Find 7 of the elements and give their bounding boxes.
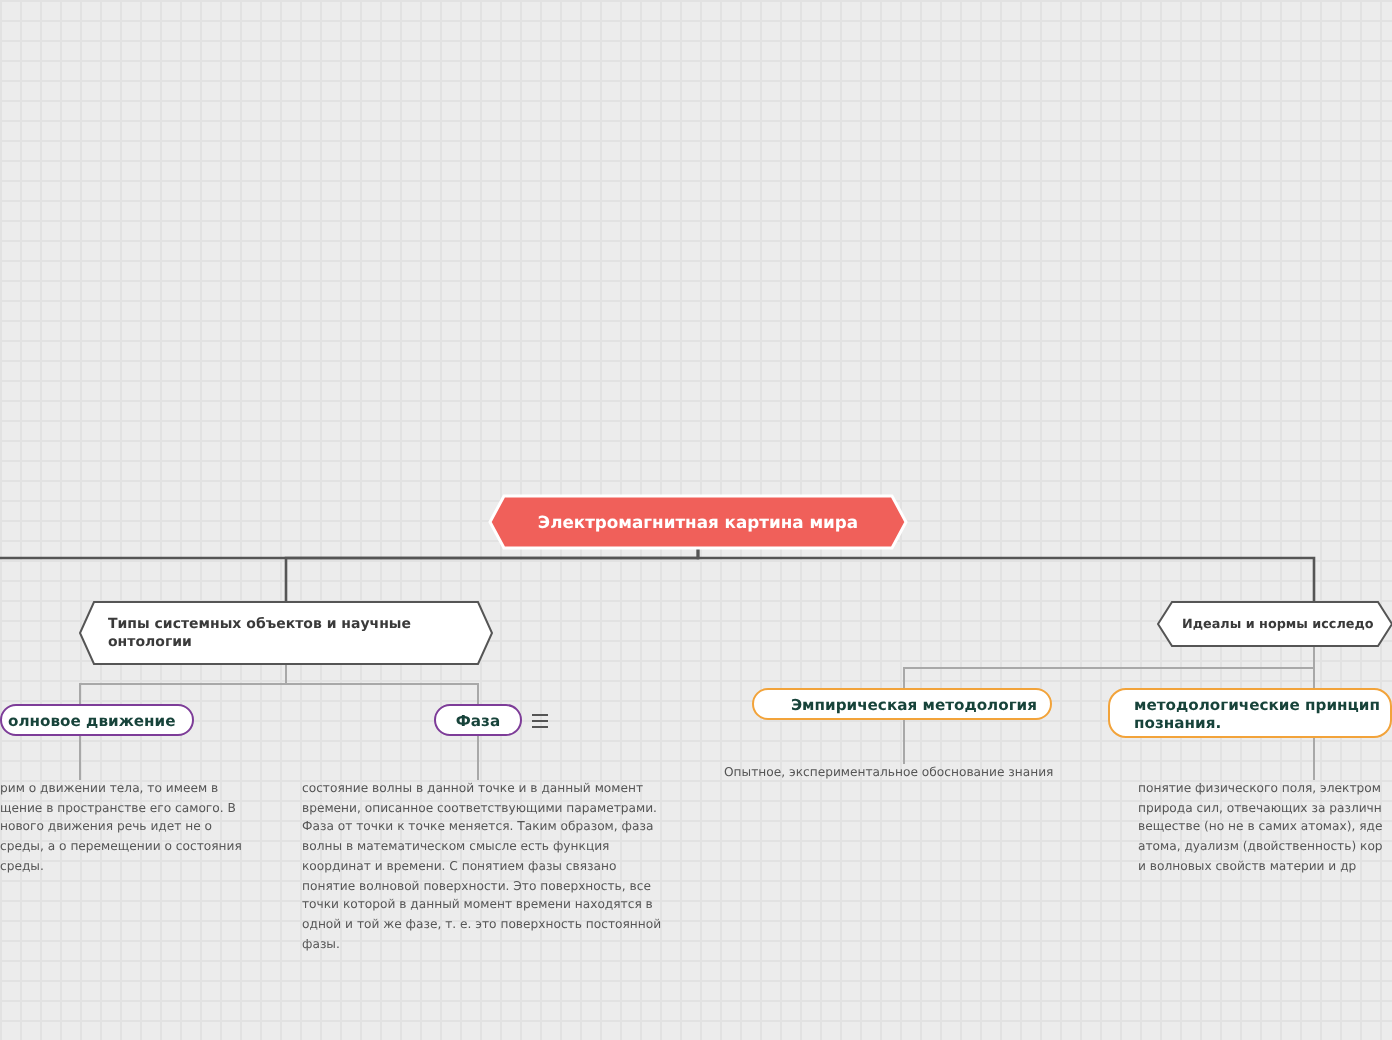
connector-line	[1313, 645, 1315, 689]
connector-line	[79, 735, 81, 781]
connector-line	[1313, 737, 1315, 781]
central-topic: Электромагнитная картина мира	[490, 496, 906, 548]
connector-line	[903, 719, 905, 765]
connector-line	[696, 548, 1316, 602]
connector-line	[477, 735, 479, 781]
